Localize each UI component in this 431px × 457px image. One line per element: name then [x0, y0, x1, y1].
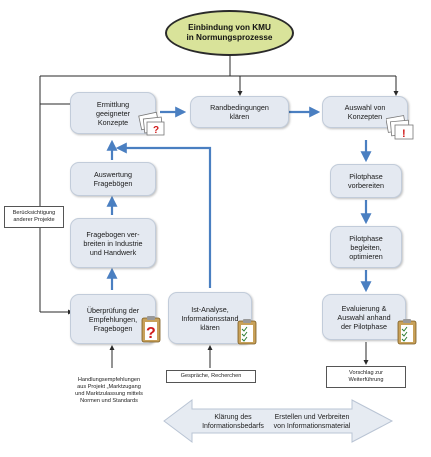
bottom-arrow-left-text: Klärung des Informationsbedarfs [202, 414, 264, 430]
box-auswertung: Auswertung Fragebögen [70, 162, 156, 196]
title-line-2: in Normungsprozesse [186, 33, 273, 42]
note-gespraeche: Gespräche, Recherchen [166, 370, 256, 383]
title-connector [39, 56, 399, 315]
box-fragebogen: Fragebogen ver- breiten in Industrie und… [70, 218, 156, 268]
diagram-title: Einbindung von KMU in Normungsprozesse [165, 10, 294, 56]
box-randbedingungen: Randbedingungen klären [190, 96, 289, 128]
box-evaluierung: Evaluierung & Auswahl anhand der Pilotph… [322, 294, 406, 340]
bottom-arrow-right-text: Erstellen und Verbreiten von Information… [273, 414, 351, 430]
bottom-double-arrow [163, 399, 394, 443]
title-line-1: Einbindung von KMU [188, 22, 271, 32]
clipboard-checklist-icon-2 [397, 319, 417, 345]
box-pilot-vorbereiten: Pilotphase vorbereiten [330, 164, 402, 198]
svg-text:?: ? [153, 125, 159, 136]
note-beruecksichtigung: Berücksichtigung anderer Projekte [4, 206, 64, 228]
document-stack-icon: ? [138, 111, 165, 136]
clipboard-checklist-icon [237, 319, 257, 345]
box-pilot-begleiten: Pilotphase begleiten, optimieren [330, 226, 402, 268]
note-handlungsempfehlungen: Handlungsempfehlungen aus Projekt „Markt… [56, 370, 162, 412]
note-connectors [109, 342, 369, 368]
box-auswahl: Auswahl von Konzepten [322, 96, 408, 128]
clipboard-question-icon: ? [141, 316, 161, 343]
svg-text:?: ? [146, 325, 156, 342]
document-stack-warning-icon: ! [386, 115, 414, 140]
flow-arrows [106, 106, 372, 293]
note-vorschlag: Vorschlag zur Weiterführung [326, 366, 406, 388]
svg-text:!: ! [402, 128, 406, 140]
box-ueberpruefung: Überprüfung der Empfehlungen, Fragebogen [70, 294, 156, 344]
